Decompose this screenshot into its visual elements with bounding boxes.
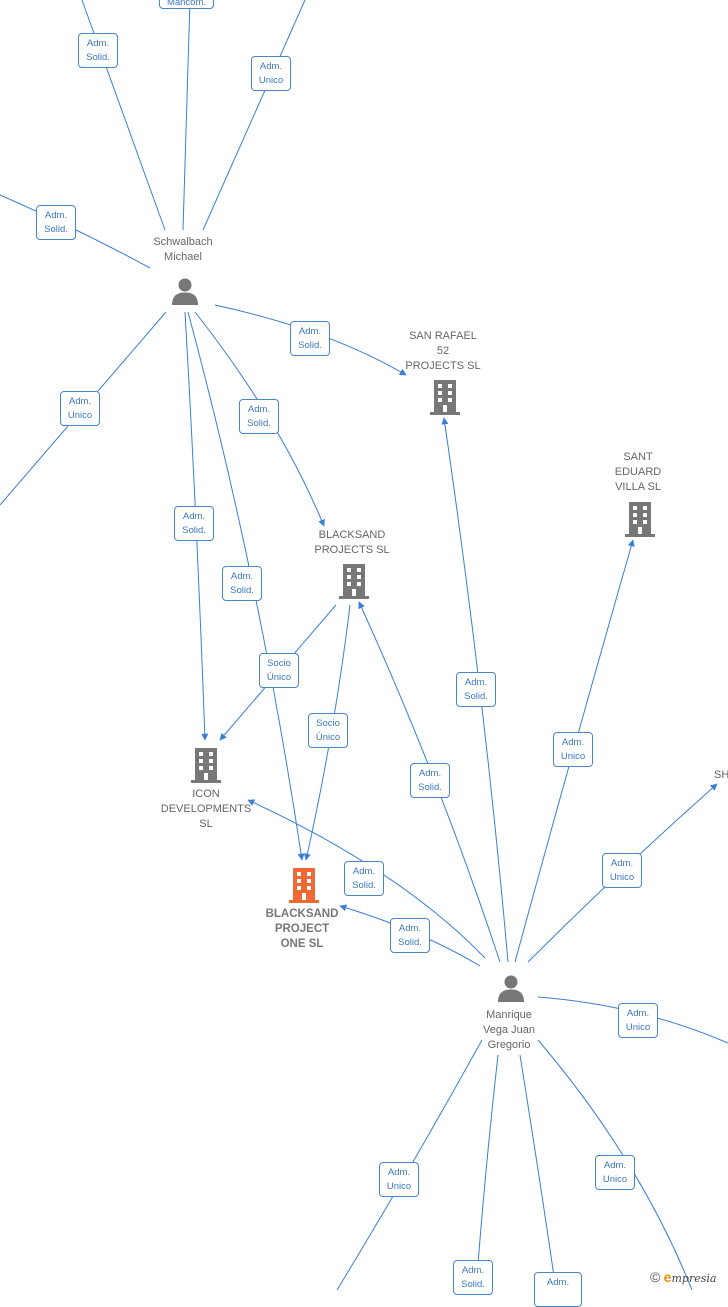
copyright-icon: © <box>650 1269 661 1285</box>
edge-label-schwalbach-blacksand-project-one[interactable]: Adm. Solid. <box>222 566 262 601</box>
building-icon[interactable] <box>191 748 221 784</box>
edge-label-blacksand-projects-icon[interactable]: Socio Único <box>259 653 299 688</box>
person-icon[interactable] <box>170 276 200 306</box>
edge-line <box>0 194 151 269</box>
edge-line <box>182 0 191 231</box>
edge-label-top-solid[interactable]: Adm. Solid. <box>78 33 118 68</box>
edge-label-manrique-blacksand-projects[interactable]: Adm. Solid. <box>410 763 450 798</box>
brand-logo-e: e <box>663 1269 672 1285</box>
company-name-sant-eduard[interactable]: SANT EDUARD VILLA SL <box>614 451 662 493</box>
company-name-partial-sh[interactable]: SH <box>714 769 728 781</box>
company-name-san-rafael[interactable]: SAN RAFAEL 52 PROJECTS SL <box>405 330 481 372</box>
edge-line <box>202 0 306 231</box>
edge-label-manrique-bottom-right[interactable]: Adm. Unico <box>595 1155 635 1190</box>
edge-line <box>519 1054 557 1290</box>
company-name-icon-developments[interactable]: ICON DEVELOPMENTS SL <box>160 788 252 830</box>
building-icon[interactable] <box>625 502 655 538</box>
edge-label-schwalbach-san-rafael[interactable]: Adm. Solid. <box>290 321 330 356</box>
edge-label-manrique-right[interactable]: Adm. Unico <box>618 1003 658 1038</box>
edge-label-left-unico[interactable]: Adm. Unico <box>60 391 100 426</box>
edge-label-top-unico[interactable]: Adm. Unico <box>251 56 291 91</box>
edge-label-manrique-sh[interactable]: Adm. Unico <box>602 853 642 888</box>
person-name-manrique[interactable]: Manrique Vega Juan Gregorio <box>483 1009 535 1051</box>
building-icon[interactable] <box>430 380 460 416</box>
edge-label-left-solid[interactable]: Adm. Solid. <box>36 205 76 240</box>
edge-label-manrique-blacksand-project-one[interactable]: Adm. Solid. <box>390 918 430 953</box>
edge-label-manrique-icon-developments[interactable]: Adm. Solid. <box>344 861 384 896</box>
brand-logo-text: mpresia <box>671 1272 717 1285</box>
edge-label-blacksand-projects-project-one[interactable]: Socio Único <box>308 713 348 748</box>
edge-label-top-mancom[interactable]: Mancom. <box>159 0 214 9</box>
building-icon[interactable] <box>289 868 319 904</box>
person-name-schwalbach[interactable]: Schwalbach Michael <box>153 236 213 263</box>
edge-label-schwalbach-blacksand-projects[interactable]: Adm. Solid. <box>239 399 279 434</box>
company-name-blacksand-projects[interactable]: BLACKSAND PROJECTS SL <box>314 529 390 556</box>
edge-label-manrique-sant-eduard[interactable]: Adm. Unico <box>553 732 593 767</box>
building-icon[interactable] <box>339 564 369 600</box>
company-name-blacksand-project-one[interactable]: BLACKSAND PROJECT ONE SL <box>265 908 339 950</box>
edge-label-manrique-bottom-left[interactable]: Adm. Unico <box>379 1162 419 1197</box>
edge-label-manrique-san-rafael[interactable]: Adm. Solid. <box>456 672 496 707</box>
edge-label-schwalbach-icon-developments[interactable]: Adm. Solid. <box>174 506 214 541</box>
edge-line <box>475 1054 499 1290</box>
person-icon[interactable] <box>496 973 526 1003</box>
copyright-footer: © empresia <box>650 1269 716 1285</box>
